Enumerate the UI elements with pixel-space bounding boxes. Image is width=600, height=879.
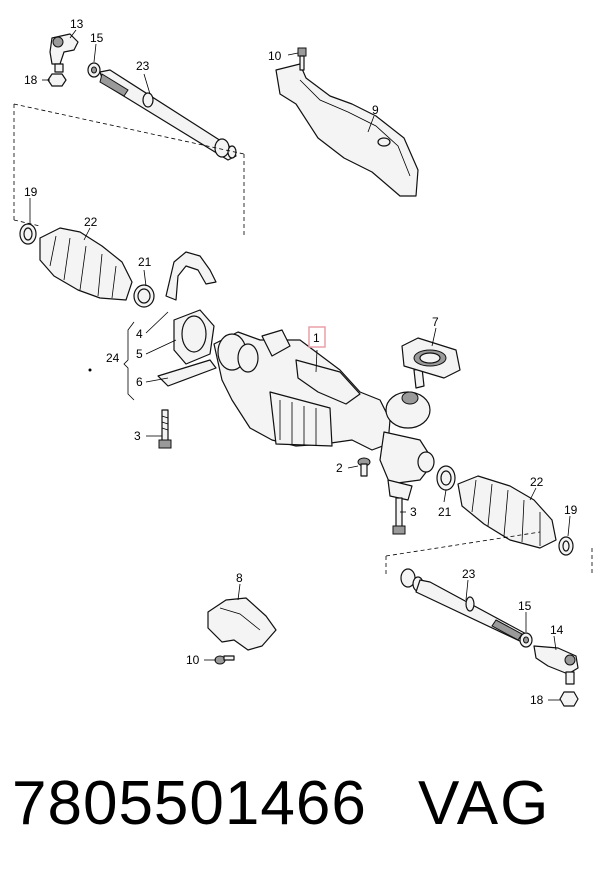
callout-5: 5 <box>136 347 143 361</box>
brand-name: VAG <box>418 769 551 838</box>
callout-21-right: 21 <box>438 505 452 519</box>
boot-22-right <box>457 475 557 549</box>
callout-4: 4 <box>136 327 143 341</box>
callout-15-lower: 15 <box>518 599 532 613</box>
callout-24: 24 <box>106 351 120 365</box>
bolt-3-right <box>392 497 406 535</box>
assembly-outline-right <box>385 531 593 576</box>
callout-8: 8 <box>236 571 243 585</box>
nut-upper-15 <box>87 62 101 78</box>
callout-23-lower: 23 <box>462 567 476 581</box>
callout-10-lower: 10 <box>186 653 200 667</box>
tie-rod-end-lower <box>533 645 579 685</box>
steering-rack-1 <box>213 329 435 501</box>
bolt-10-lower <box>214 655 235 665</box>
part-number: 7805501466 <box>12 769 367 838</box>
callout-10-upper: 10 <box>268 49 282 63</box>
steering-rack-exploded-diagram: 13 15 18 23 10 9 19 22 21 4 24 5 6 3 1 7… <box>13 17 593 707</box>
callout-7: 7 <box>432 315 439 329</box>
nut-upper-18 <box>47 73 67 87</box>
nut-lower-15 <box>519 632 533 648</box>
bolt-2 <box>357 457 371 477</box>
callout-3-right: 3 <box>410 505 417 519</box>
clamp-19-left <box>19 223 37 245</box>
callout-1: 1 <box>313 331 320 345</box>
callout-13-upper: 13 <box>70 17 84 31</box>
callout-18-lower: 18 <box>530 693 544 707</box>
callout-22-left: 22 <box>84 215 98 229</box>
callout-15-upper: 15 <box>90 31 104 45</box>
callout-14: 14 <box>550 623 564 637</box>
callout-21-left: 21 <box>138 255 152 269</box>
callout-3-left: 3 <box>134 429 141 443</box>
nut-lower-18 <box>559 691 579 707</box>
boot-22-left <box>39 227 133 301</box>
bracket-group-brace <box>123 321 135 401</box>
callout-9: 9 <box>372 103 379 117</box>
callout-6: 6 <box>136 375 143 389</box>
callout-19-left: 19 <box>24 185 38 199</box>
callout-1-highlight <box>308 326 326 348</box>
leader-lines <box>29 29 571 701</box>
callout-19-right: 19 <box>564 503 578 517</box>
stray-dot <box>88 368 92 372</box>
bracket-4 <box>165 251 217 301</box>
bolt-10-upper <box>297 47 307 71</box>
assembly-outline-left <box>13 103 245 236</box>
mount-7 <box>401 337 461 379</box>
bushing-5 <box>173 309 215 365</box>
callout-2: 2 <box>336 461 343 475</box>
heat-shield-8 <box>207 597 277 651</box>
callout-18-upper: 18 <box>24 73 38 87</box>
clamp-21-right <box>436 465 456 491</box>
tie-rod-upper <box>99 69 237 161</box>
tie-rod-lower <box>400 568 531 645</box>
callout-22-right: 22 <box>530 475 544 489</box>
callout-23-upper: 23 <box>136 59 150 73</box>
tie-rod-end-upper <box>49 33 79 73</box>
callout-labels: 13 15 18 23 10 9 19 22 21 4 24 5 6 3 1 7… <box>24 17 578 707</box>
clamp-plate-6 <box>157 359 217 387</box>
clamp-21-left <box>133 284 155 308</box>
heat-shield-9 <box>275 63 419 197</box>
bolt-3-left <box>158 409 172 449</box>
clamp-19-right <box>558 536 574 556</box>
